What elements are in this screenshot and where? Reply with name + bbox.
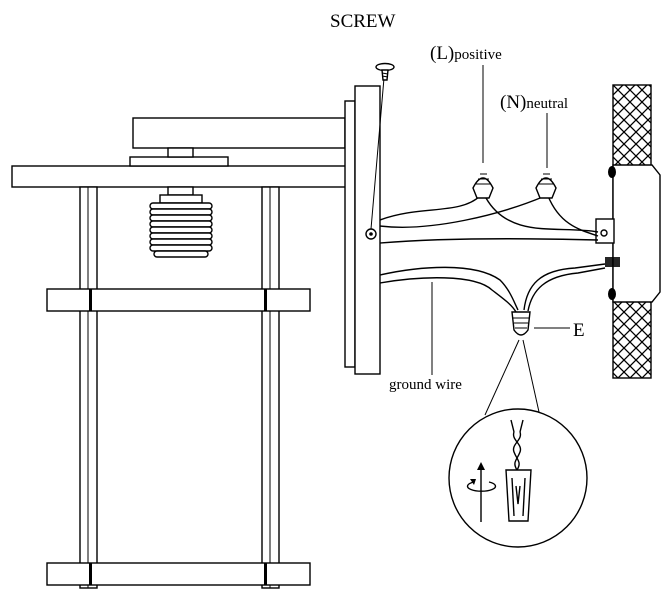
detail-circle	[448, 408, 588, 548]
lantern-fixture	[11, 117, 348, 589]
wire-nut-neutral	[535, 173, 557, 199]
bulb-socket	[149, 186, 213, 258]
backplate	[344, 77, 385, 375]
lantern-band-upper	[46, 288, 311, 312]
junction-box	[595, 164, 661, 303]
screw-icon	[375, 62, 395, 81]
wires	[379, 195, 606, 313]
wire-nut-positive	[472, 173, 494, 199]
lantern-top-plate	[129, 156, 229, 167]
label-neutral: (N)neutral	[500, 92, 568, 113]
wire-nut-icon	[505, 469, 532, 522]
junction-box-clamp	[595, 218, 615, 244]
lantern-top-cap	[11, 165, 348, 188]
label-ground-wire: ground wire	[389, 377, 462, 393]
rotate-arrow-icon	[466, 462, 497, 522]
label-e: E	[573, 320, 585, 341]
label-screw: SCREW	[330, 11, 396, 32]
label-positive: (L)positive	[430, 43, 502, 64]
lantern-band-lower	[46, 562, 311, 586]
arm-stem	[167, 147, 194, 158]
mounting-arm	[132, 117, 346, 149]
wire-nut-ground	[511, 311, 531, 336]
twisted-wire-icon	[510, 419, 524, 471]
